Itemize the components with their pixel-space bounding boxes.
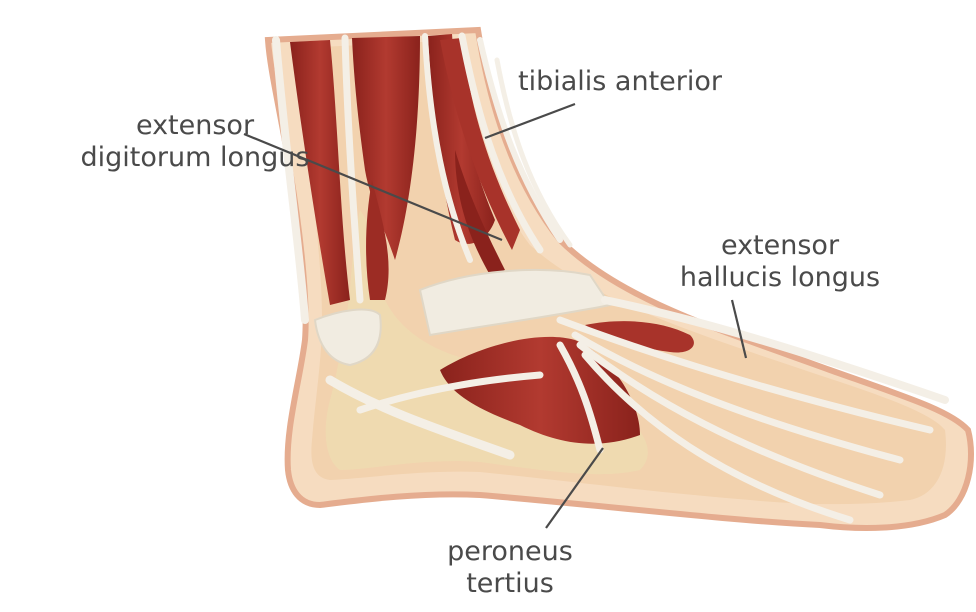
- label-tibialis-anterior: tibialis anterior: [518, 66, 722, 98]
- label-peroneus-tertius-line2: tertius: [410, 568, 610, 600]
- label-extensor-hallucis-longus-line2: hallucis longus: [655, 262, 905, 294]
- label-extensor-hallucis-longus: extensor hallucis longus: [655, 230, 905, 294]
- label-extensor-digitorum-longus-line2: digitorum longus: [45, 142, 345, 174]
- label-peroneus-tertius: peroneus tertius: [410, 536, 610, 600]
- label-extensor-digitorum-longus-line1: extensor: [45, 110, 345, 142]
- label-extensor-hallucis-longus-line1: extensor: [655, 230, 905, 262]
- label-peroneus-tertius-line1: peroneus: [410, 536, 610, 568]
- label-extensor-digitorum-longus: extensor digitorum longus: [45, 110, 345, 174]
